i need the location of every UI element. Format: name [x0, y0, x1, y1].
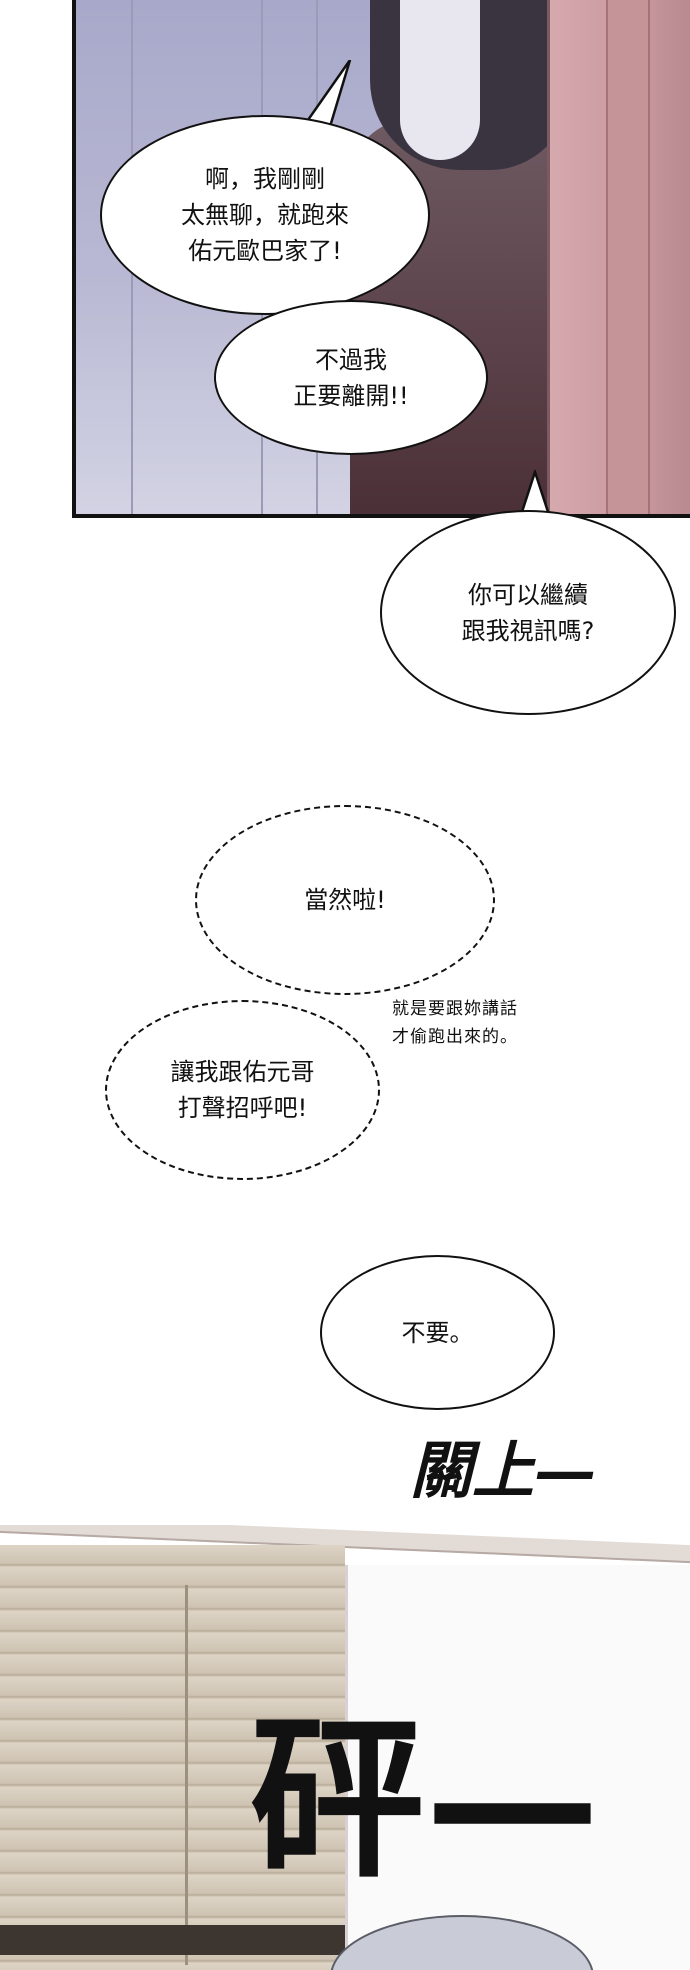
- speech-text: 不過我 正要離開!!: [293, 345, 409, 410]
- window-blinds: [0, 1545, 345, 1970]
- sfx-bang: 砰—: [250, 1697, 600, 1902]
- sfx-close: 關上—: [410, 1434, 597, 1507]
- speech-bubble-3: 你可以繼續 跟我視訊嗎?: [380, 510, 676, 715]
- panel-window-blinds: [0, 1525, 690, 1970]
- speech-bubble-4: 不要。: [320, 1255, 555, 1410]
- speech-text: 啊，我剛剛 太無聊，就跑來 佑元歐巴家了!: [181, 165, 349, 265]
- handwritten-note: 就是要跟妳講話 才偷跑出來的。: [392, 999, 518, 1047]
- thought-bubble-1: 當然啦!: [195, 805, 495, 995]
- speech-text: 當然啦!: [304, 886, 386, 914]
- speech-bubble-1: 啊，我剛剛 太無聊，就跑來 佑元歐巴家了!: [100, 115, 430, 315]
- door: [547, 0, 690, 514]
- girl-shirt: [400, 0, 480, 160]
- window-pane: [345, 1565, 690, 1970]
- thought-bubble-2: 讓我跟佑元哥 打聲招呼吧!: [105, 1000, 380, 1180]
- window-sill: [0, 1925, 345, 1955]
- speech-bubble-2: 不過我 正要離開!!: [214, 300, 488, 455]
- speech-text: 不要。: [401, 1318, 474, 1347]
- speech-text: 讓我跟佑元哥 打聲招呼吧!: [170, 1058, 315, 1122]
- speech-text: 你可以繼續 跟我視訊嗎?: [461, 580, 595, 645]
- blind-cord: [185, 1585, 188, 1965]
